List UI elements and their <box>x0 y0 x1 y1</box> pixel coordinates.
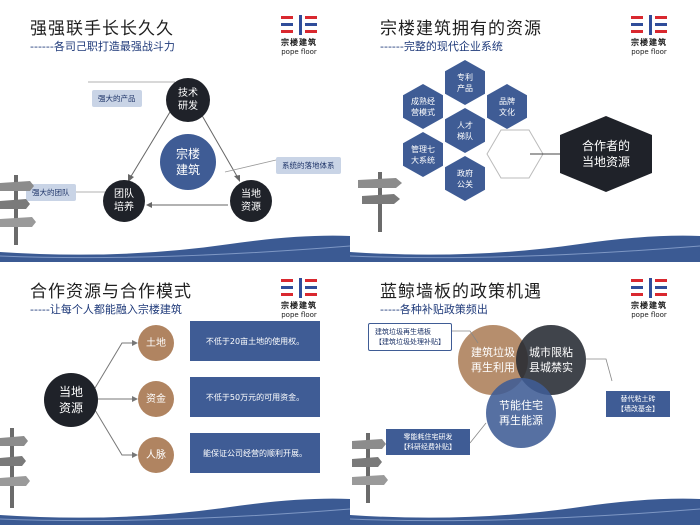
triangle-arrows <box>60 81 277 208</box>
company-logo: 宗楼建筑 pope floor <box>614 277 684 323</box>
bottom-wave <box>350 498 700 525</box>
logo-mark-icon <box>631 15 667 35</box>
slide-subtitle: ------完整的现代企业系统 <box>380 40 503 53</box>
slide-subtitle: ------各司己职打造最强战斗力 <box>30 40 175 53</box>
signpost-icon <box>352 433 388 503</box>
tag-product: 强大的产品 <box>92 90 142 107</box>
node-tech-rd: 技术 研发 <box>166 78 210 122</box>
item-network-desc: 能保证公司经营的顺利开展。 <box>190 433 320 473</box>
tag-team: 强大的团队 <box>26 184 76 201</box>
logo-cn: 宗楼建筑 <box>631 301 667 310</box>
hex-partner-resources: 合作者的 当地资源 <box>560 116 652 192</box>
company-logo: 宗楼建筑 pope floor <box>264 277 334 323</box>
hex-government-relations: 政府 公关 <box>445 156 485 201</box>
item-network-circle: 人脉 <box>138 437 174 473</box>
node-team-training: 团队 培养 <box>103 180 145 222</box>
bottom-wave <box>0 235 350 262</box>
slide-subtitle: -----让每个人都能融入宗楼建筑 <box>30 303 182 316</box>
logo-cn: 宗楼建筑 <box>631 38 667 47</box>
circle-energy-saving: 节能住宅 再生能源 <box>486 378 556 448</box>
logo-en: pope floor <box>631 311 667 319</box>
slide-title: 宗楼建筑拥有的资源 <box>380 19 542 39</box>
bottom-wave <box>0 498 350 525</box>
slide-company-resources: 宗楼建筑拥有的资源 ------完整的现代企业系统 宗楼建筑 pope floo… <box>350 0 700 262</box>
logo-mark-icon <box>281 15 317 35</box>
tag-waste-subsidy: 建筑垃圾再生墙板 【建筑垃圾处理补贴】 <box>368 323 452 351</box>
slide-title: 强强联手长长久久 <box>30 19 174 39</box>
signpost-icon <box>358 172 402 232</box>
center-brand: 宗楼 建筑 <box>160 134 216 190</box>
tag-wall-fund: 替代粘土砖 【墙改基金】 <box>606 391 670 417</box>
hex-brand-culture: 品牌 文化 <box>487 84 527 129</box>
slide-team-strength: 强强联手长长久久 ------各司己职打造最强战斗力 宗楼建筑 pope flo… <box>0 0 350 262</box>
hex-talent: 人才 梯队 <box>445 108 485 153</box>
connector-lines <box>94 340 138 458</box>
hex-patent-product: 专利 产品 <box>445 60 485 105</box>
signpost-icon <box>0 428 30 508</box>
item-capital-circle: 资金 <box>138 381 174 417</box>
hex-management-system: 管理七 大系统 <box>403 132 443 177</box>
logo-cn: 宗楼建筑 <box>281 38 317 47</box>
item-capital-desc: 不低于50万元的可用资金。 <box>190 377 320 417</box>
callout-lines <box>452 330 613 444</box>
slide-title: 蓝鲸墙板的政策机遇 <box>380 282 542 302</box>
bottom-wave <box>350 235 700 262</box>
company-logo: 宗楼建筑 pope floor <box>264 14 334 60</box>
slide-cooperation-model: 合作资源与合作模式 -----让每个人都能融入宗楼建筑 宗楼建筑 pope fl… <box>0 263 350 525</box>
center-local-resources: 当地 资源 <box>44 373 98 427</box>
logo-mark-icon <box>281 278 317 298</box>
company-logo: 宗楼建筑 pope floor <box>614 14 684 60</box>
item-land-circle: 土地 <box>138 325 174 361</box>
tag-research-subsidy: 零能耗住宅研发 【科研经费补贴】 <box>386 429 470 455</box>
logo-mark-icon <box>631 278 667 298</box>
logo-en: pope floor <box>281 311 317 319</box>
slide-policy-opportunity: 蓝鲸墙板的政策机遇 -----各种补贴政策频出 宗楼建筑 pope floor … <box>350 263 700 525</box>
slide-title: 合作资源与合作模式 <box>30 282 192 302</box>
node-local-resources: 当地 资源 <box>230 180 272 222</box>
logo-en: pope floor <box>281 48 317 56</box>
logo-cn: 宗楼建筑 <box>281 301 317 310</box>
hex-business-model: 成熟经 营模式 <box>403 84 443 129</box>
signpost-icon <box>0 175 36 245</box>
slide-subtitle: -----各种补贴政策频出 <box>380 303 488 316</box>
item-land-desc: 不低于20亩土地的使用权。 <box>190 321 320 361</box>
logo-en: pope floor <box>631 48 667 56</box>
tag-system: 系统的落地体系 <box>276 157 341 174</box>
